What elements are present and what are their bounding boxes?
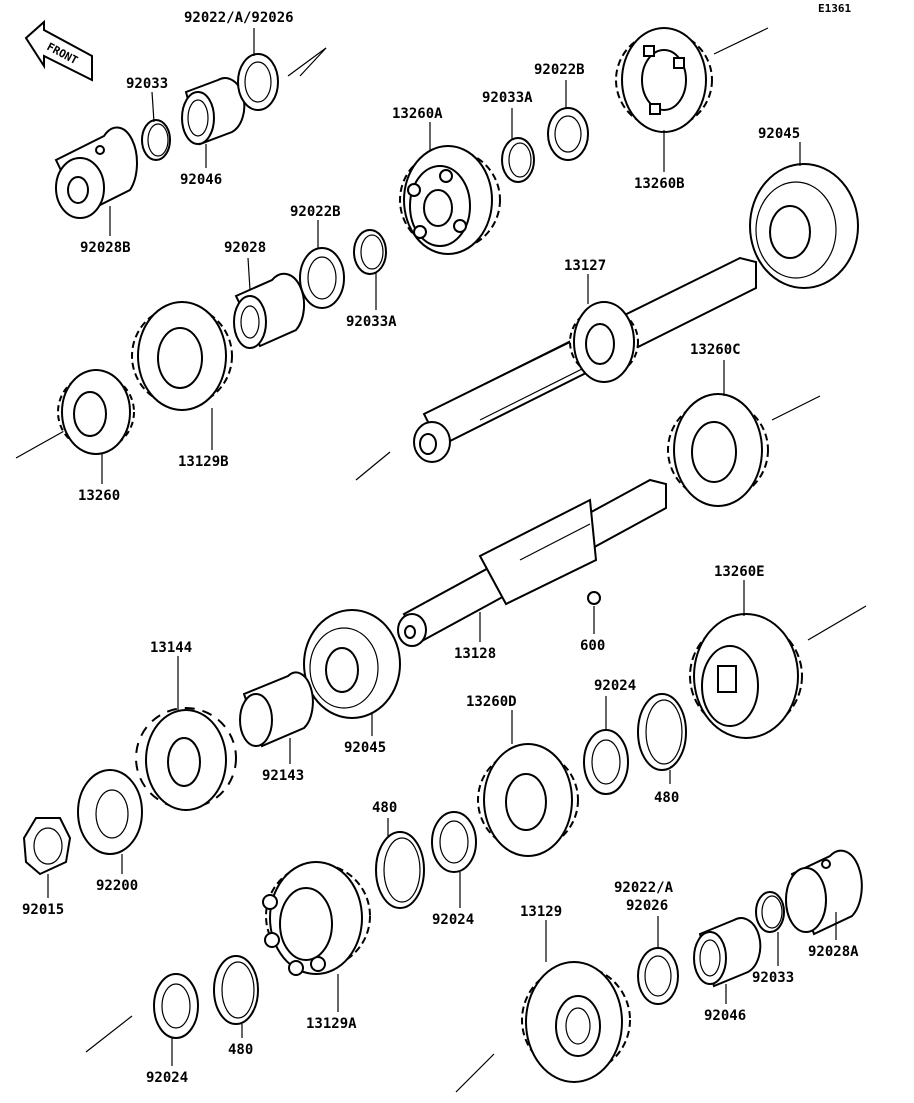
circlip-92033a-mid — [353, 229, 387, 275]
label-92033a-mid: 92033A — [346, 314, 397, 330]
label-92045-top: 92045 — [758, 126, 800, 142]
circlip-480-right — [637, 693, 687, 771]
nut-92015 — [22, 817, 72, 876]
circlip-92033-bottom — [755, 891, 785, 933]
label-92024-mid: 92024 — [594, 678, 636, 694]
circlip-480-mid — [375, 831, 425, 909]
label-13129a: 13129A — [306, 1016, 357, 1032]
needle-bearing-92046-bottom — [693, 917, 762, 988]
label-92028b: 92028B — [80, 240, 131, 256]
label-92143: 92143 — [262, 768, 304, 784]
label-92033-top: 92033 — [126, 76, 168, 92]
lock-washer-92200 — [77, 769, 143, 855]
gear-13260e — [689, 613, 803, 739]
label-92028: 92028 — [224, 240, 266, 256]
label-92200: 92200 — [96, 878, 138, 894]
label-13144: 13144 — [150, 640, 192, 656]
label-92026: 92026 — [626, 898, 668, 914]
ball-bearing-92045-mid — [303, 609, 401, 719]
circlip-92033-top — [141, 119, 171, 161]
washer-92022a-bottom — [637, 947, 679, 1005]
label-13260d: 13260D — [466, 694, 517, 710]
bushing-92028 — [233, 272, 306, 349]
washer-92022-top — [237, 53, 279, 111]
washer-92024-bottom — [153, 973, 199, 1039]
label-92045-mid: 92045 — [344, 740, 386, 756]
leader-lines — [47, 28, 837, 1066]
label-13129: 13129 — [520, 904, 562, 920]
gear-13260a — [399, 145, 501, 255]
label-92015: 92015 — [22, 902, 64, 918]
label-92046-top: 92046 — [180, 172, 222, 188]
circlip-480-bottom — [213, 955, 259, 1025]
label-13129b: 13129B — [178, 454, 229, 470]
gear-13260b — [615, 27, 713, 133]
gear-13129 — [521, 961, 631, 1083]
label-92022b-left: 92022B — [290, 204, 341, 220]
label-13127: 13127 — [564, 258, 606, 274]
washer-92024-mid — [583, 729, 629, 795]
label-13260b: 13260B — [634, 176, 685, 192]
label-92033a-top: 92033A — [482, 90, 533, 106]
label-92033-bottom: 92033 — [752, 970, 794, 986]
washer-92022b-top — [547, 107, 589, 161]
washer-92022b-left — [299, 247, 345, 309]
shaft-13127 — [413, 256, 757, 463]
sleeve-92143 — [239, 671, 314, 748]
gear-13260 — [57, 369, 135, 455]
label-13260a: 13260A — [392, 106, 443, 122]
ball-bearing-92045-top — [749, 163, 859, 289]
label-92022a: 92022/A — [614, 880, 674, 896]
washer-92024-center — [431, 811, 477, 873]
diagram-code: E1361 — [818, 2, 851, 15]
label-480-right: 480 — [654, 790, 679, 806]
label-13128: 13128 — [454, 646, 496, 662]
label-480-bottom: 480 — [228, 1042, 253, 1058]
label-92024-center: 92024 — [432, 912, 474, 928]
collar-92028b — [54, 126, 138, 219]
label-92022b-right: 92022B — [534, 62, 585, 78]
label-13260: 13260 — [78, 488, 120, 504]
front-arrow-icon: FRONT — [24, 19, 93, 82]
shaft-13128 — [397, 478, 667, 647]
sprocket-13144 — [135, 707, 237, 811]
label-600: 600 — [580, 638, 605, 654]
needle-bearing-92046-top — [181, 77, 246, 146]
ball-600 — [587, 591, 601, 605]
gear-13129a — [262, 861, 371, 976]
axis-lines — [15, 27, 867, 1093]
part-labels: 92022/A/92026 92033 92046 92028B 92022B … — [22, 10, 859, 1086]
label-13260e: 13260E — [714, 564, 765, 580]
label-480-mid: 480 — [372, 800, 397, 816]
label-92046-bottom: 92046 — [704, 1008, 746, 1024]
label-92024-bottom: 92024 — [146, 1070, 188, 1086]
label-92028a: 92028A — [808, 944, 859, 960]
gear-13260c — [667, 393, 769, 507]
label-92022a92026-top: 92022/A/92026 — [184, 10, 294, 26]
label-13260c: 13260C — [690, 342, 741, 358]
circlip-92033a-top — [501, 137, 535, 183]
gear-13260d — [477, 743, 579, 857]
collar-92028a — [785, 849, 863, 936]
gear-13129b — [131, 301, 233, 411]
